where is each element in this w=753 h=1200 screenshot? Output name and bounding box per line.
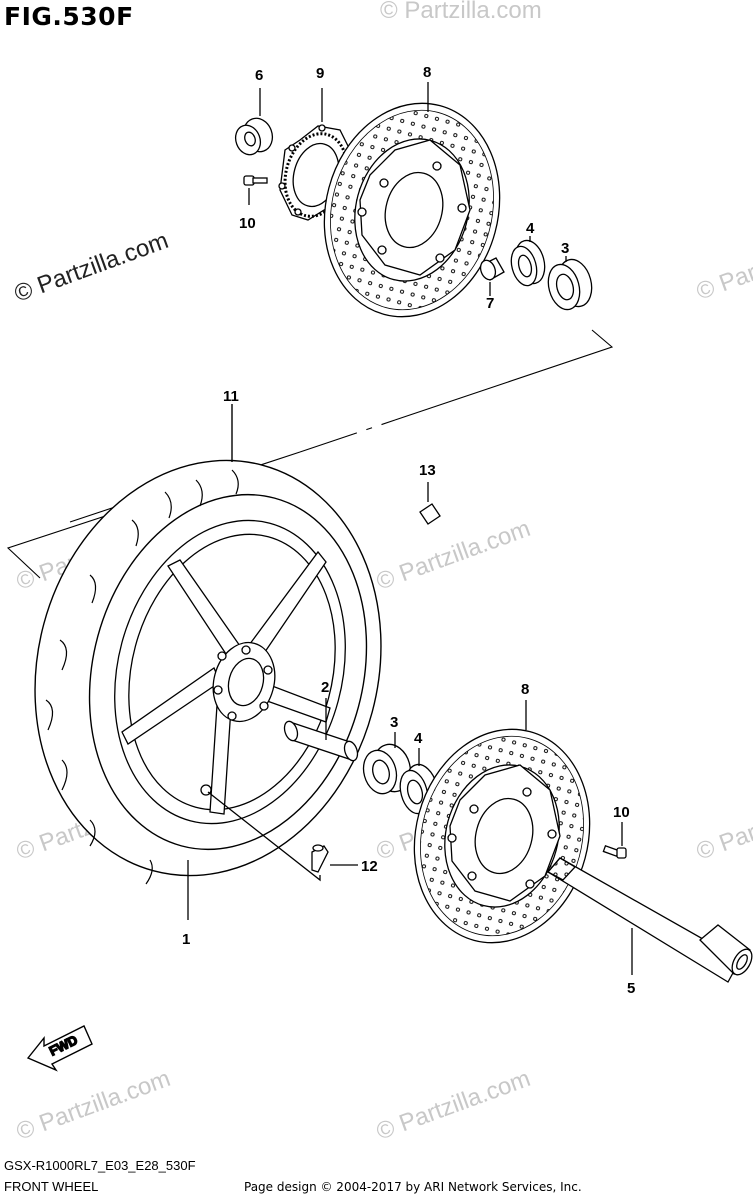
watermark-text: © Partzilla.com bbox=[380, 0, 542, 24]
part-4-oil-seal-top bbox=[510, 236, 546, 287]
copyright-notice: Page design © 2004-2017 by ARI Network S… bbox=[244, 1180, 582, 1194]
part-1-wheel bbox=[114, 519, 346, 920]
callout-7[interactable]: 7 bbox=[486, 295, 494, 312]
callout-3[interactable]: 3 bbox=[561, 240, 569, 257]
axle-axis-right bbox=[394, 329, 614, 421]
watermark-text: © Partzilla.com bbox=[373, 515, 534, 596]
callout-5[interactable]: 5 bbox=[627, 980, 635, 997]
part-10-bolt-top bbox=[243, 175, 268, 205]
part-3-bearing-bottom bbox=[362, 732, 412, 795]
callout-4[interactable]: 4 bbox=[414, 730, 423, 747]
part-2-collar bbox=[283, 698, 359, 762]
part-7-spacer bbox=[479, 257, 505, 296]
part-8-brake-disc-bottom bbox=[413, 700, 591, 944]
fwd-direction-arrow: FWD bbox=[26, 1025, 93, 1072]
axle-axis-mid bbox=[299, 419, 396, 453]
watermark-text: © Partzilla.com bbox=[693, 225, 753, 306]
part-8-brake-disc-top bbox=[323, 82, 501, 318]
callout-8[interactable]: 8 bbox=[521, 681, 529, 698]
part-5-axle bbox=[546, 857, 753, 983]
callout-3[interactable]: 3 bbox=[390, 714, 398, 731]
callout-layer: 6 9 8 10 4 3 7 11 13 2 8 3 4 10 12 1 5 bbox=[182, 64, 635, 997]
part-13-balancer bbox=[419, 482, 441, 525]
callout-10[interactable]: 10 bbox=[239, 215, 256, 232]
watermark-text: © Partzilla.com bbox=[13, 1065, 174, 1146]
figure-title: FIG.530F bbox=[4, 2, 134, 31]
callout-4[interactable]: 4 bbox=[526, 220, 535, 237]
part-10-bolt-bottom bbox=[602, 822, 627, 859]
callout-13[interactable]: 13 bbox=[419, 462, 436, 479]
section-name: FRONT WHEEL bbox=[4, 1179, 99, 1194]
part-3-bearing-top bbox=[547, 256, 593, 311]
watermark-text: © Partzilla.com bbox=[693, 785, 753, 866]
watermark-text: © Partzilla.com bbox=[373, 1065, 534, 1146]
part-6-oil-seal bbox=[234, 88, 274, 156]
callout-9[interactable]: 9 bbox=[316, 65, 324, 82]
callout-8[interactable]: 8 bbox=[423, 64, 431, 81]
callout-1[interactable]: 1 bbox=[182, 931, 190, 948]
watermark-main-text: © Partzilla.com bbox=[11, 227, 172, 308]
callout-12[interactable]: 12 bbox=[361, 858, 378, 875]
callout-10[interactable]: 10 bbox=[613, 804, 630, 821]
part-12-valve bbox=[311, 844, 358, 873]
model-code: GSX-R1000RL7_E03_E28_530F bbox=[4, 1158, 196, 1173]
callout-11[interactable]: 11 bbox=[223, 388, 239, 405]
callout-6[interactable]: 6 bbox=[255, 67, 263, 84]
callout-2[interactable]: 2 bbox=[321, 679, 329, 696]
